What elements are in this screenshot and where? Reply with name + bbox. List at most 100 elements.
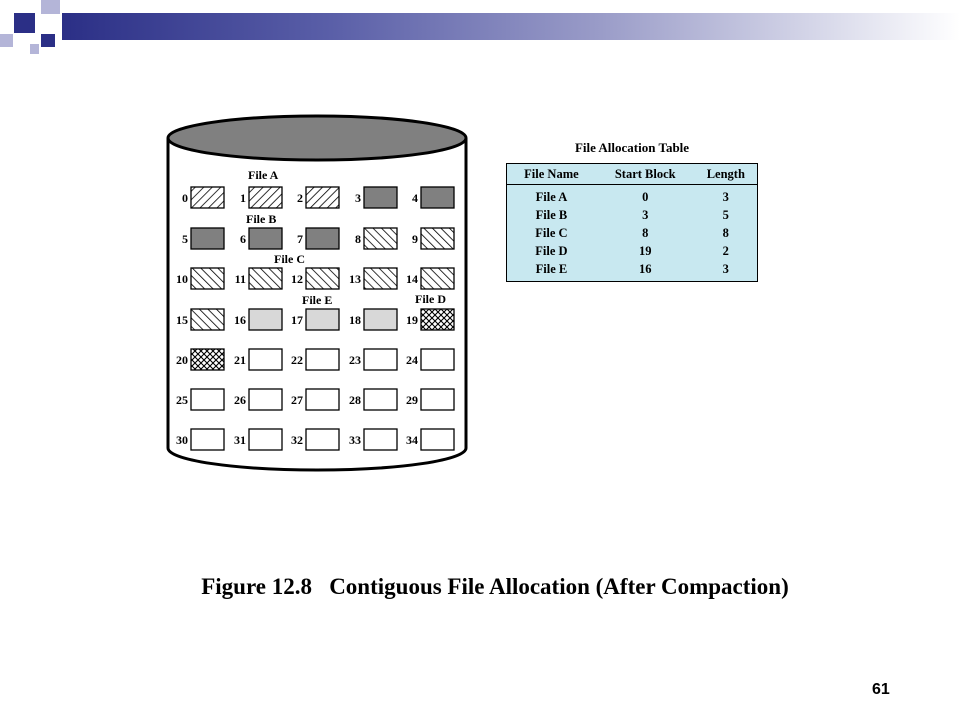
- block-number: 4: [412, 191, 418, 205]
- file-label-b: File B: [246, 212, 276, 226]
- cell-length: 8: [722, 225, 729, 240]
- block-number: 19: [406, 313, 418, 327]
- figure-caption: Figure 12.8 Contiguous File Allocation (…: [201, 574, 789, 599]
- block-number: 8: [355, 232, 361, 246]
- block-number: 22: [291, 353, 303, 367]
- disk-block: [305, 267, 340, 290]
- template-square-navy: [41, 34, 55, 47]
- cell-file-name: File A: [535, 189, 568, 204]
- file-allocation-table: File Name Start Block Length File A 0 3 …: [506, 163, 758, 282]
- template-square-lavender: [0, 34, 13, 47]
- template-square-lavender: [41, 0, 60, 14]
- cell-file-name: File E: [535, 261, 568, 276]
- disk-block: [190, 186, 225, 209]
- disk-block: [305, 428, 340, 451]
- table-row: File B 3 5: [507, 206, 758, 224]
- disk-block: [248, 227, 283, 250]
- block-number: 25: [176, 393, 188, 407]
- cell-file-name: File D: [535, 243, 568, 258]
- disk-block: [248, 308, 283, 331]
- disk-block: [363, 348, 398, 371]
- block-number: 20: [176, 353, 188, 367]
- cell-start-block: 8: [642, 225, 649, 240]
- disk-block: [363, 308, 398, 331]
- disk-block: [305, 186, 340, 209]
- disk-block: [420, 186, 455, 209]
- header-length: Length: [694, 163, 758, 185]
- block-number: 24: [406, 353, 418, 367]
- block-number: 12: [291, 272, 303, 286]
- disk-block: [363, 388, 398, 411]
- header-file-name: File Name: [506, 163, 596, 185]
- disk-block: [248, 348, 283, 371]
- template-square-navy: [14, 13, 35, 33]
- disk-cylinder-body: [166, 138, 468, 472]
- disk-block: [305, 388, 340, 411]
- disk-block: [420, 388, 455, 411]
- block-number: 11: [235, 272, 246, 286]
- block-number: 26: [234, 393, 246, 407]
- block-number: 13: [349, 272, 361, 286]
- cell-length: 3: [722, 189, 729, 204]
- fat-title: File Allocation Table: [574, 140, 690, 155]
- block-number: 0: [182, 191, 188, 205]
- block-number: 9: [412, 232, 418, 246]
- block-number: 6: [240, 232, 246, 246]
- disk-block: [190, 388, 225, 411]
- block-number: 23: [349, 353, 361, 367]
- header-gradient-bar: [62, 13, 960, 40]
- block-number: 29: [406, 393, 418, 407]
- header-start-block: Start Block: [595, 163, 695, 185]
- disk-block: [363, 428, 398, 451]
- block-number: 16: [234, 313, 246, 327]
- disk-block: [190, 348, 225, 371]
- disk-block: [248, 186, 283, 209]
- disk-block: [363, 186, 398, 209]
- disk-block: [363, 227, 398, 250]
- disk-block: [190, 308, 225, 331]
- cell-file-name: File C: [535, 225, 568, 240]
- block-number: 34: [406, 433, 418, 447]
- block-number: 28: [349, 393, 361, 407]
- file-label-c: File C: [274, 252, 305, 266]
- template-square-lavender: [30, 44, 39, 54]
- block-number: 33: [349, 433, 361, 447]
- block-number: 31: [234, 433, 246, 447]
- disk-block: [420, 227, 455, 250]
- disk-block: [420, 267, 455, 290]
- cell-length: 3: [722, 261, 729, 276]
- disk-block: [248, 388, 283, 411]
- disk-block: [190, 267, 225, 290]
- table-header-row: File Name Start Block Length: [506, 163, 758, 185]
- disk-block: [305, 227, 340, 250]
- file-label-d: File D: [415, 292, 446, 306]
- block-number: 7: [297, 232, 303, 246]
- cell-start-block: 16: [638, 261, 652, 276]
- block-number: 21: [234, 353, 246, 367]
- table-row: File A 0 3: [507, 185, 758, 207]
- cell-start-block: 3: [642, 207, 649, 222]
- block-number: 30: [176, 433, 188, 447]
- cell-start-block: 0: [642, 189, 649, 204]
- cell-length: 5: [722, 207, 729, 222]
- block-number: 27: [291, 393, 303, 407]
- page-number: 61: [872, 681, 890, 698]
- file-label-a: File A: [248, 168, 279, 182]
- disk-block: [305, 308, 340, 331]
- block-number: 18: [349, 313, 361, 327]
- block-number: 1: [240, 191, 246, 205]
- disk-block: [190, 428, 225, 451]
- disk-cylinder-top: [166, 114, 468, 162]
- block-number: 32: [291, 433, 303, 447]
- block-number: 17: [291, 313, 303, 327]
- cell-length: 2: [722, 243, 729, 258]
- block-number: 10: [176, 272, 188, 286]
- disk-block: [420, 428, 455, 451]
- table-row: File D 19 2: [507, 242, 758, 260]
- block-number: 14: [406, 272, 418, 286]
- disk-block: [190, 227, 225, 250]
- cell-start-block: 19: [638, 243, 652, 258]
- disk-block: [420, 308, 455, 331]
- table-row: File E 16 3: [507, 260, 758, 282]
